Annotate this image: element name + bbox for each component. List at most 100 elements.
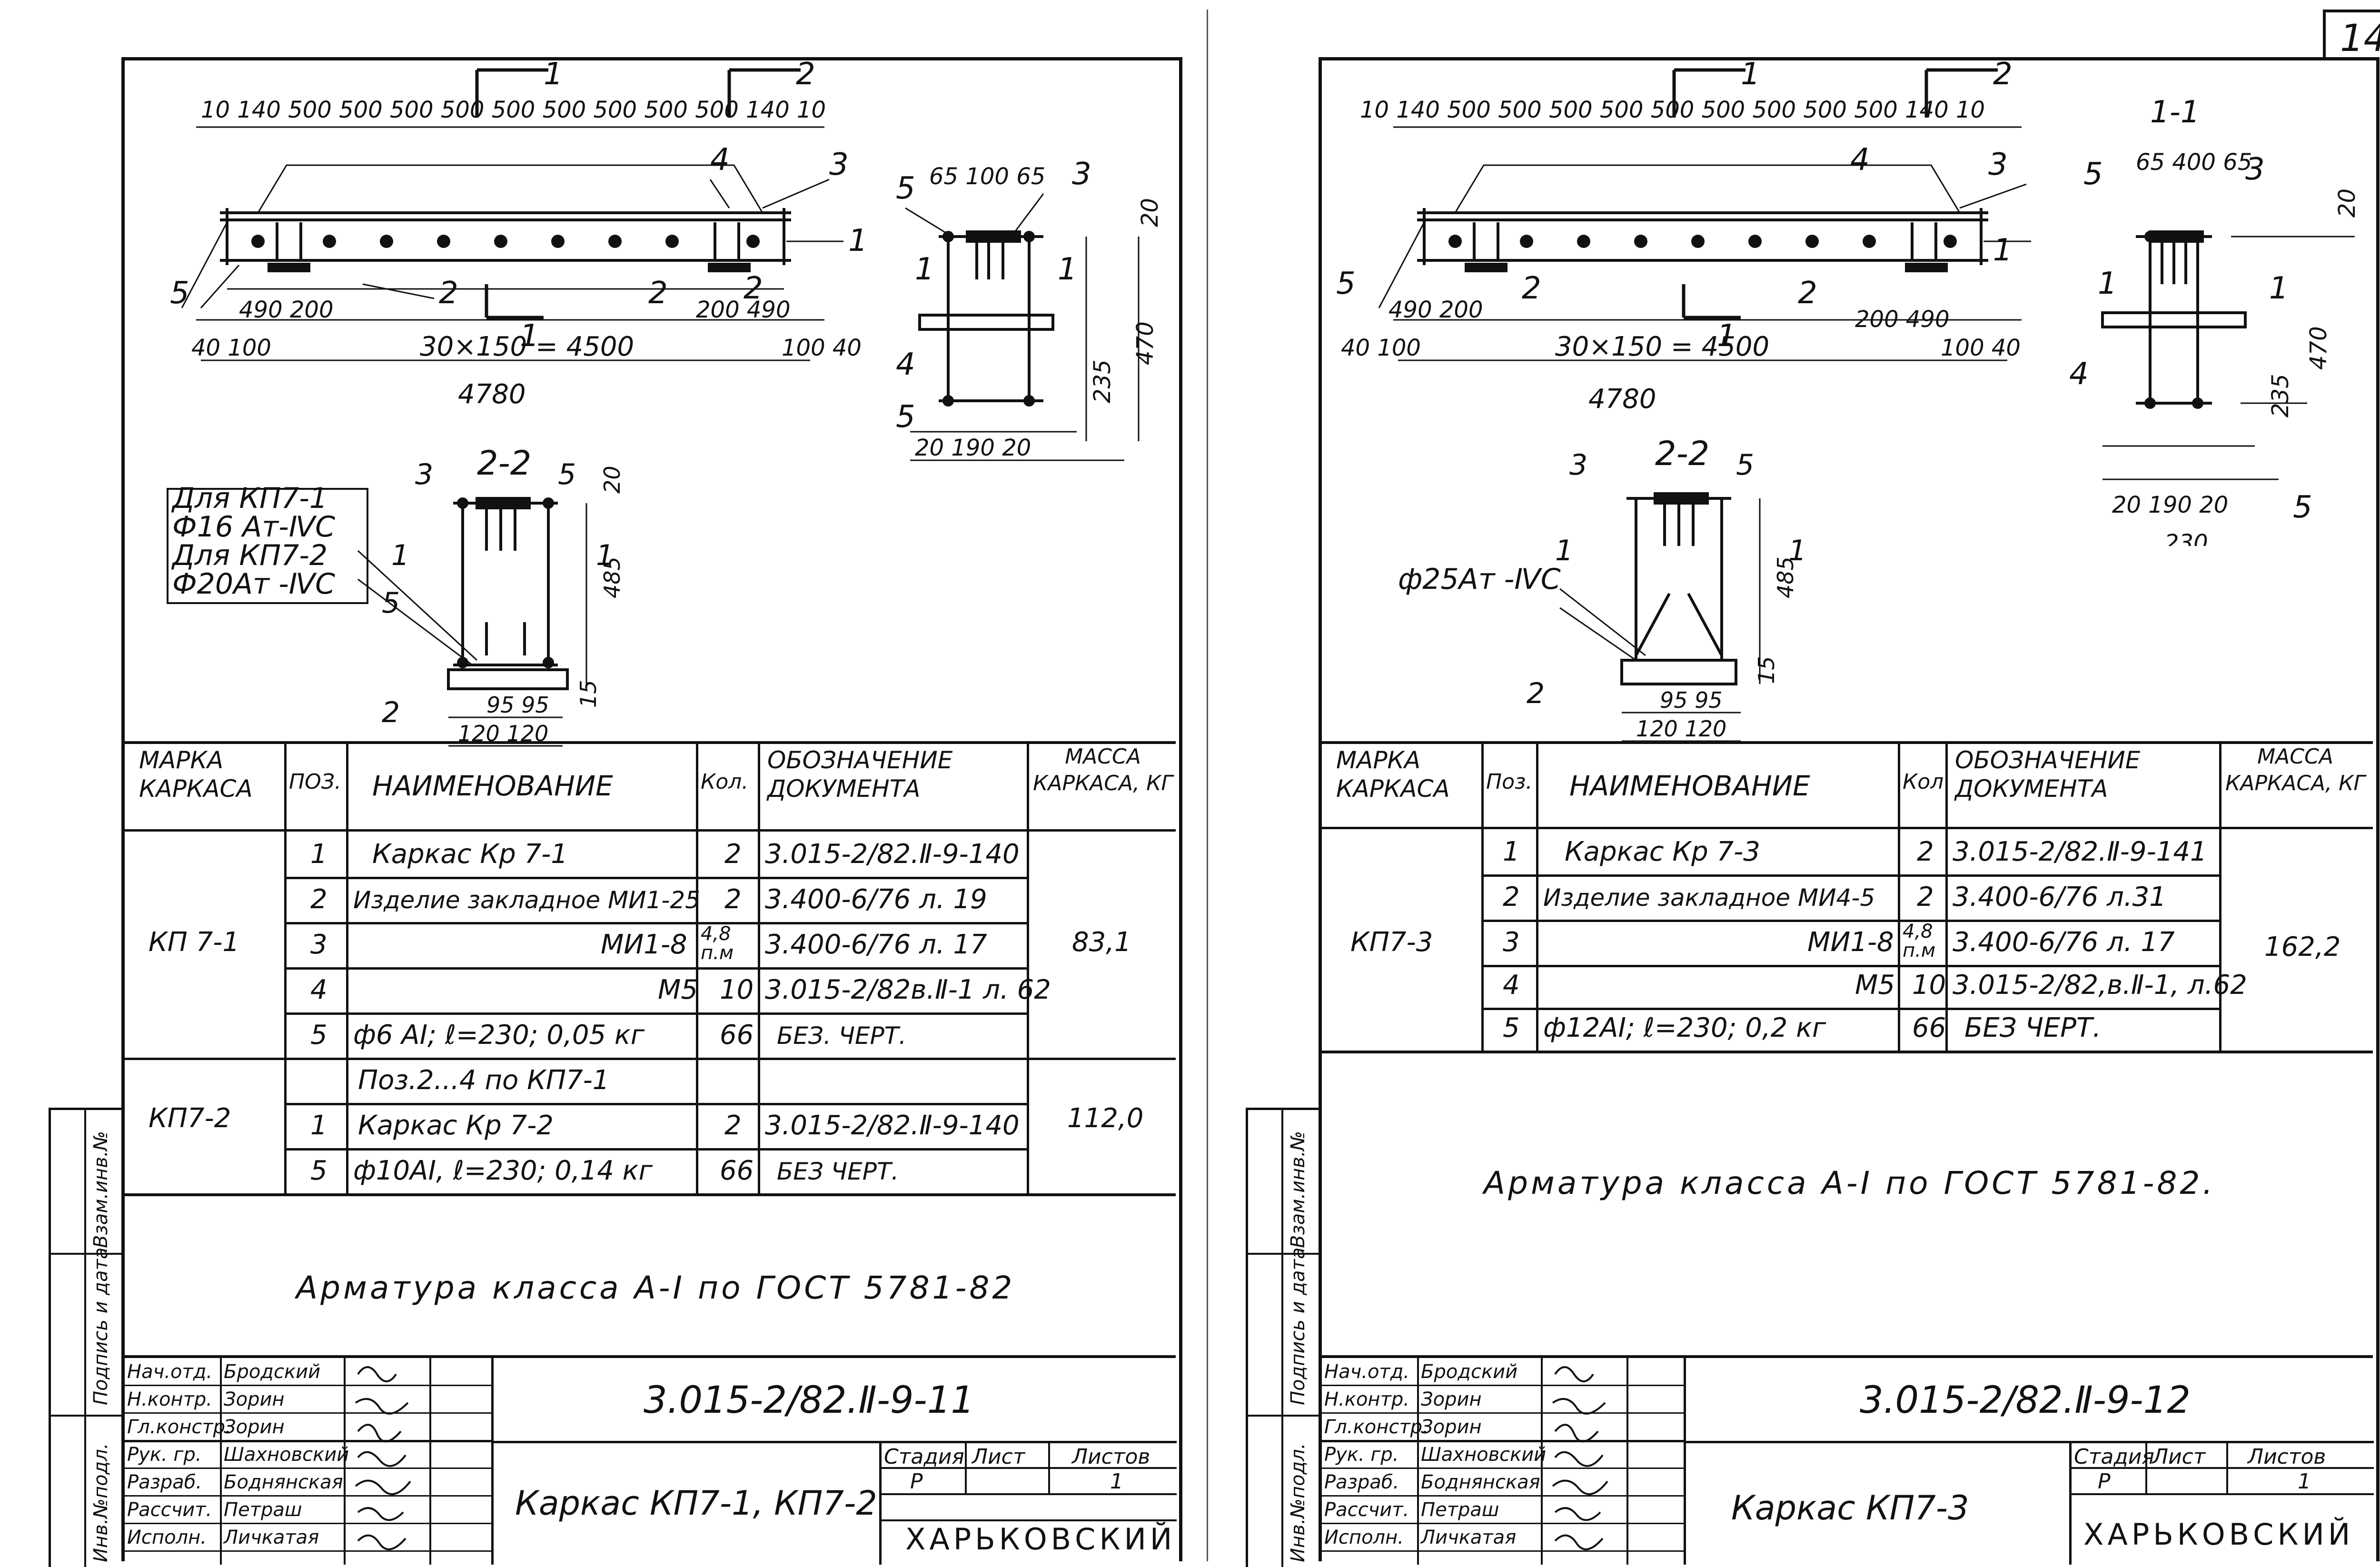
- pos-label: 5: [1336, 266, 1356, 301]
- dim-bottom: 20 190 20: [2112, 492, 2228, 518]
- section-title: 2-2: [1655, 436, 1709, 473]
- dim-height: 20: [1137, 198, 1163, 227]
- row-qty: 66: [720, 1155, 754, 1186]
- row-qty: 66: [720, 1020, 754, 1051]
- dim-top: 10 140 500 500 500 500 500 500 500 500 5…: [1360, 97, 1985, 123]
- col-header-doc: ОБОЗНАЧЕНИЕ ДОКУМЕНТА: [1955, 746, 2141, 803]
- row-doc: 3.400-6/76 л. 17: [765, 929, 987, 960]
- row-name: ф6 АⅠ; ℓ=230; 0,05 кг: [353, 1020, 645, 1051]
- pos-label: 2: [648, 276, 668, 311]
- row-doc: 3.015-2/82.Ⅱ-9-141: [1953, 836, 2207, 867]
- dim-bottom: 95 95: [486, 692, 549, 718]
- row-pos: 1: [1503, 836, 1520, 867]
- dim-edge: 100 40: [782, 335, 862, 361]
- row-pos: 3: [1503, 927, 1520, 958]
- row-qty: 2: [724, 839, 742, 870]
- role: Разраб.: [127, 1471, 202, 1493]
- pos-label: 2: [1527, 677, 1545, 710]
- page-number-box: 14: [2323, 10, 2380, 65]
- dim-bottom2: 120 120: [1636, 716, 1726, 742]
- row-qty: 10: [720, 974, 754, 1005]
- row-qty: 4,8 п.м: [1903, 921, 1936, 962]
- row-name: МИ1-8: [601, 929, 687, 960]
- pos-label: 2: [382, 696, 400, 729]
- section-title: 1-1: [2150, 95, 2200, 130]
- role: Рассчит.: [127, 1499, 212, 1521]
- cut-label-bottom: 1: [1717, 318, 1736, 354]
- section-2-2-drawing: 2-2 3 5 1 1 2 ф25Ат -ⅣС 95 95 120 120 48…: [1398, 436, 1806, 742]
- person-name: Зорин: [224, 1416, 285, 1438]
- row-qty: 10: [1912, 970, 1946, 1001]
- stage-header: Стадия: [884, 1445, 964, 1469]
- dim-height: 485: [1773, 556, 1798, 598]
- pos-label: 4: [710, 142, 730, 178]
- row-pos: 5: [310, 1020, 327, 1051]
- col-header-mark: МАРКА КАРКАСА: [1336, 746, 1450, 803]
- pos-label: 4: [896, 347, 915, 382]
- row-name: ф10АⅠ, ℓ=230; 0,14 кг: [353, 1155, 653, 1186]
- section-1-1-drawing: 5 65 100 65 3 1 1 4 5 20 190 20 230 20 4…: [896, 157, 1163, 461]
- row-name: Изделие закладное МИ1-25: [353, 886, 700, 914]
- sheets-header: Листов: [1072, 1445, 1150, 1469]
- pos-label: 1: [1555, 534, 1573, 567]
- note-line: Для КП7-1: [171, 482, 327, 515]
- title-block: 3.015-2/82.Ⅱ-9-11 Каркас КП7-1, КП7-2 Ст…: [125, 1355, 1177, 1565]
- pos-label: 2: [439, 276, 458, 311]
- pos-label: 5: [896, 399, 915, 435]
- row-name: Каркас Кр 7-2: [358, 1110, 554, 1141]
- col-header-mass: МАССА КАРКАСА, КГ: [2225, 744, 2365, 795]
- person-name: Петраш: [224, 1499, 302, 1521]
- cut-label-2: 2: [796, 60, 815, 92]
- dim-width: 230: [2164, 530, 2208, 546]
- elevation-drawing: 10 140 500 500 500 500 500 500 500 500 5…: [1336, 60, 2031, 415]
- person-name: Бродский: [1421, 1361, 1518, 1383]
- mark-kp7-1: КП 7-1: [149, 927, 240, 958]
- stage-value: Р: [2098, 1469, 2111, 1494]
- dim-height: 470: [2305, 326, 2332, 370]
- person-name: Боднянская: [1421, 1471, 1540, 1493]
- row-qty: 2: [1917, 836, 1934, 867]
- signatures: [1552, 1366, 1608, 1550]
- dim-height: 20: [599, 466, 625, 494]
- pos-label: 1: [1993, 233, 2013, 268]
- row-pos: 4: [1503, 970, 1520, 1001]
- pos-label: 1: [1788, 534, 1806, 567]
- role: Исполн.: [127, 1527, 207, 1548]
- person-name: Петраш: [1421, 1499, 1499, 1521]
- pos-label: 1: [2269, 271, 2289, 306]
- dim-edge: 100 40: [1941, 335, 2021, 361]
- pos-label: 1: [391, 539, 409, 572]
- row-doc: 3.015-2/82в.Ⅱ-1 л. 62: [765, 974, 1051, 1005]
- row-qty: 2: [724, 1110, 742, 1141]
- drawing-sheet-right: 10 140 500 500 500 500 500 500 500 500 5…: [1246, 57, 2380, 1567]
- row-name: МИ1-8: [1807, 927, 1894, 958]
- role: Рук. гр.: [127, 1444, 202, 1466]
- pos-label: 3: [1072, 157, 1091, 192]
- doc-code: 3.015-2/82.Ⅱ-9-12: [1860, 1379, 2191, 1422]
- side-margin: Инв.№подл. Подпись и дата Взам.инв.№: [1246, 1108, 1319, 1567]
- dim-height: 235: [2267, 374, 2294, 417]
- pos-label: 5: [896, 171, 915, 206]
- dim-bottom: 20 190 20: [915, 435, 1031, 461]
- row-name: М5: [1855, 970, 1895, 1001]
- row-pos: 5: [310, 1155, 327, 1186]
- row-pos: 2: [1503, 882, 1520, 912]
- elevation-drawing: 10 140 500 500 500 500 500 500 500 500 5…: [170, 60, 868, 410]
- dim-bottom-left: 490 200: [1388, 297, 1483, 323]
- role: Разраб.: [1324, 1471, 1399, 1493]
- pos-label: 2: [744, 271, 763, 306]
- sheet-header: Лист: [2152, 1445, 2206, 1469]
- doc-code: 3.015-2/82.Ⅱ-9-11: [644, 1379, 974, 1422]
- role: Нач.отд.: [127, 1361, 213, 1383]
- doc-title: Каркас КП7-1, КП7-2: [515, 1484, 877, 1523]
- note-line: ф25Ат -ⅣС: [1398, 563, 1561, 596]
- pos-label: 4: [2069, 357, 2089, 392]
- row-doc: БЕЗ ЧЕРТ.: [777, 1158, 899, 1185]
- dim-top: 65 400 65: [2136, 149, 2252, 176]
- cut-label-1: 1: [544, 60, 563, 92]
- role: Рук. гр.: [1324, 1444, 1399, 1466]
- person-name: Бродский: [224, 1361, 321, 1383]
- stage-value: Р: [910, 1469, 923, 1494]
- row-doc: БЕЗ. ЧЕРТ.: [777, 1022, 907, 1050]
- role: Гл.констр.: [1324, 1416, 1428, 1438]
